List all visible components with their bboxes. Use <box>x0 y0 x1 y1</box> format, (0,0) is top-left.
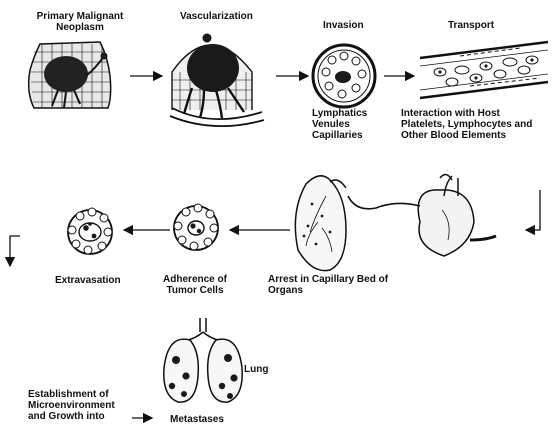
vascularization-figure <box>170 34 264 126</box>
label-primary-neoplasm: Primary Malignant Neoplasm <box>24 11 136 33</box>
adherence-figure <box>174 204 218 250</box>
label-vascularization: Vascularization <box>180 11 253 22</box>
metastases-lungs-figure <box>164 318 242 402</box>
label-establishment: Establishment of Microenvironment and Gr… <box>28 389 115 422</box>
heart-to-lung-connector <box>348 196 420 209</box>
label-metastases: Metastases <box>170 414 224 425</box>
lung-figure <box>295 176 346 271</box>
label-arrest: Arrest in Capillary Bed of Organs <box>268 274 388 296</box>
label-lung: Lung <box>244 364 268 375</box>
return-connector-right <box>526 190 540 230</box>
primary-neoplasm-figure <box>29 42 111 108</box>
invasion-figure <box>313 45 375 107</box>
label-extravasation: Extravasation <box>55 275 121 286</box>
extravasation-figure <box>68 208 112 254</box>
label-invasion-sites: Lymphatics Venules Capillaries <box>312 108 367 141</box>
heart-figure <box>418 174 496 256</box>
label-invasion: Invasion <box>323 20 364 31</box>
return-connector-left <box>10 236 20 266</box>
label-transport: Transport <box>448 20 494 31</box>
label-host-interaction: Interaction with Host Platelets, Lymphoc… <box>401 108 532 141</box>
transport-figure <box>420 42 548 98</box>
label-adherence: Adherence of Tumor Cells <box>154 274 236 296</box>
